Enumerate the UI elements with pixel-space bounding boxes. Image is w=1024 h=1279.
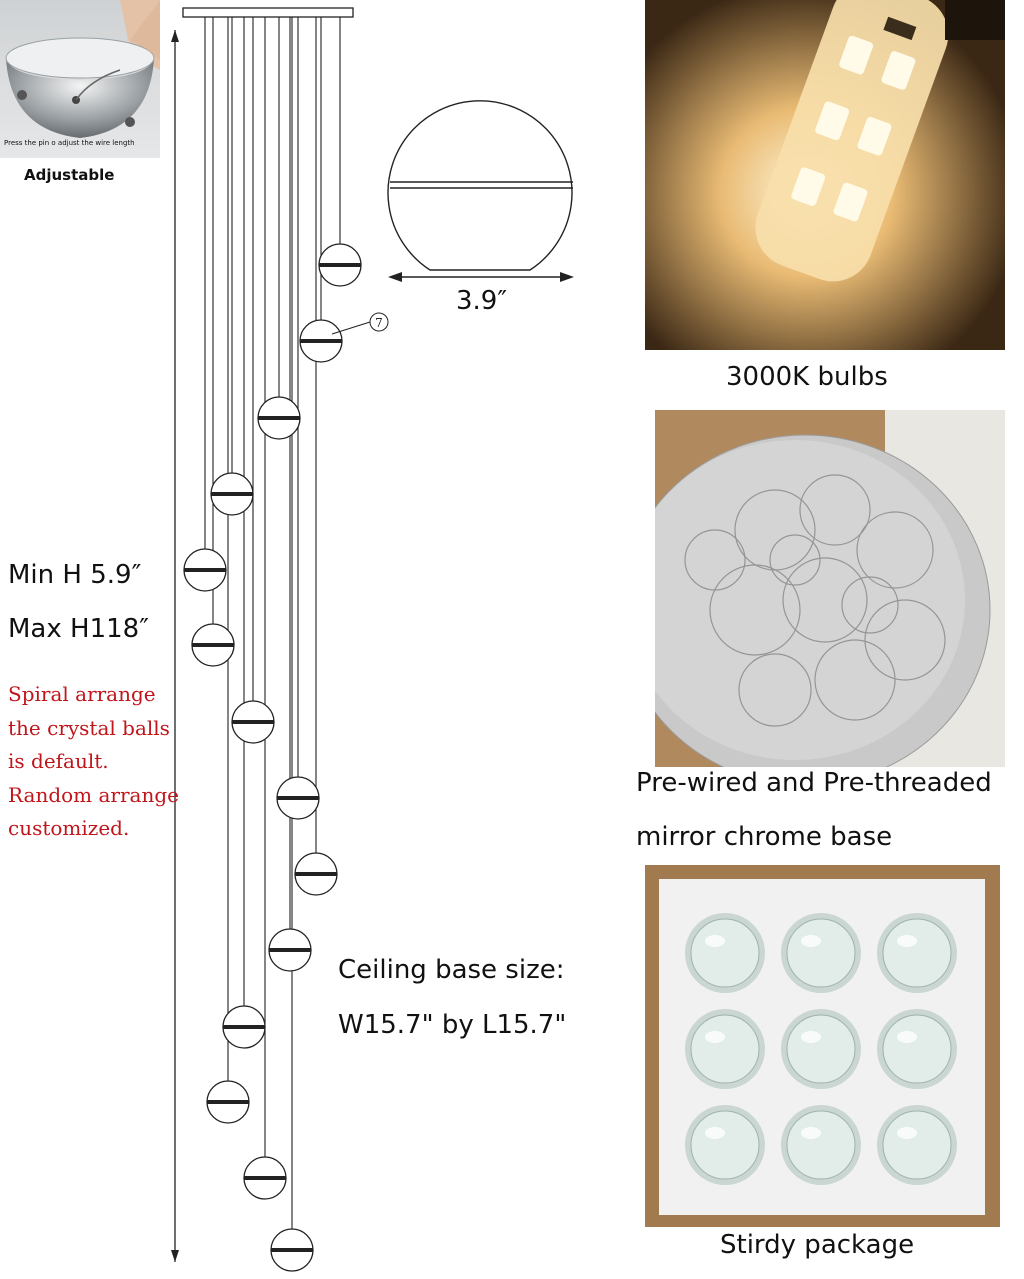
crystal-ball <box>268 928 312 972</box>
package-photo <box>645 865 1000 1227</box>
crystal-ball <box>276 776 320 820</box>
note-line: Random arrange <box>8 782 179 807</box>
ceiling-base-size: W15.7" by L15.7" <box>338 1010 567 1040</box>
crystal-ball <box>222 1005 266 1049</box>
note-line: customized. <box>8 816 130 840</box>
ball-detail <box>387 100 573 278</box>
adjustable-label: Adjustable <box>24 166 115 184</box>
packaged-ball <box>685 913 765 993</box>
callout-number: 7 <box>375 316 383 330</box>
bulb-photo <box>645 0 1005 350</box>
adjustable-base-photo: Press the pin o adjust the wire length <box>0 0 160 158</box>
crystal-ball <box>231 700 275 744</box>
crystal-ball <box>191 623 235 667</box>
crystal-ball <box>270 1228 314 1272</box>
chandelier-drawing: 7 <box>171 7 574 1272</box>
crystal-ball <box>257 396 301 440</box>
crystal-ball <box>206 1080 250 1124</box>
arrangement-note: Spiral arrange the crystal balls is defa… <box>8 678 179 846</box>
packaged-ball <box>781 1009 861 1089</box>
wires-caption-line2: mirror chrome base <box>636 822 893 852</box>
packaged-ball <box>877 1009 957 1089</box>
packaged-ball <box>781 1105 861 1185</box>
packaged-ball <box>781 913 861 993</box>
packaged-ball <box>877 1105 957 1185</box>
package-caption: Stirdy package <box>720 1230 915 1260</box>
crystal-ball <box>183 548 227 592</box>
packaged-ball <box>877 913 957 993</box>
note-line: Spiral arrange <box>8 682 156 706</box>
note-line: is default. <box>8 749 109 773</box>
note-line: the crystal balls <box>8 715 170 740</box>
crystal-ball <box>318 243 362 287</box>
crystal-ball <box>210 472 254 516</box>
crystal-ball <box>294 852 338 896</box>
adjust-instruction-text: Press the pin o adjust the wire length <box>4 139 135 147</box>
wires-caption-line1: Pre-wired and Pre-threaded <box>636 768 992 798</box>
bulb-caption: 3000K bulbs <box>726 362 888 392</box>
ceiling-base-label: Ceiling base size: <box>338 955 565 985</box>
wires-photo <box>655 410 1005 767</box>
packaged-ball <box>685 1105 765 1185</box>
max-height-label: Max H118″ <box>8 614 149 644</box>
min-height-label: Min H 5.9″ <box>8 560 142 590</box>
crystal-ball <box>299 319 343 363</box>
packaged-ball <box>685 1009 765 1089</box>
crystal-ball <box>243 1156 287 1200</box>
ball-width-label: 3.9″ <box>456 286 508 316</box>
